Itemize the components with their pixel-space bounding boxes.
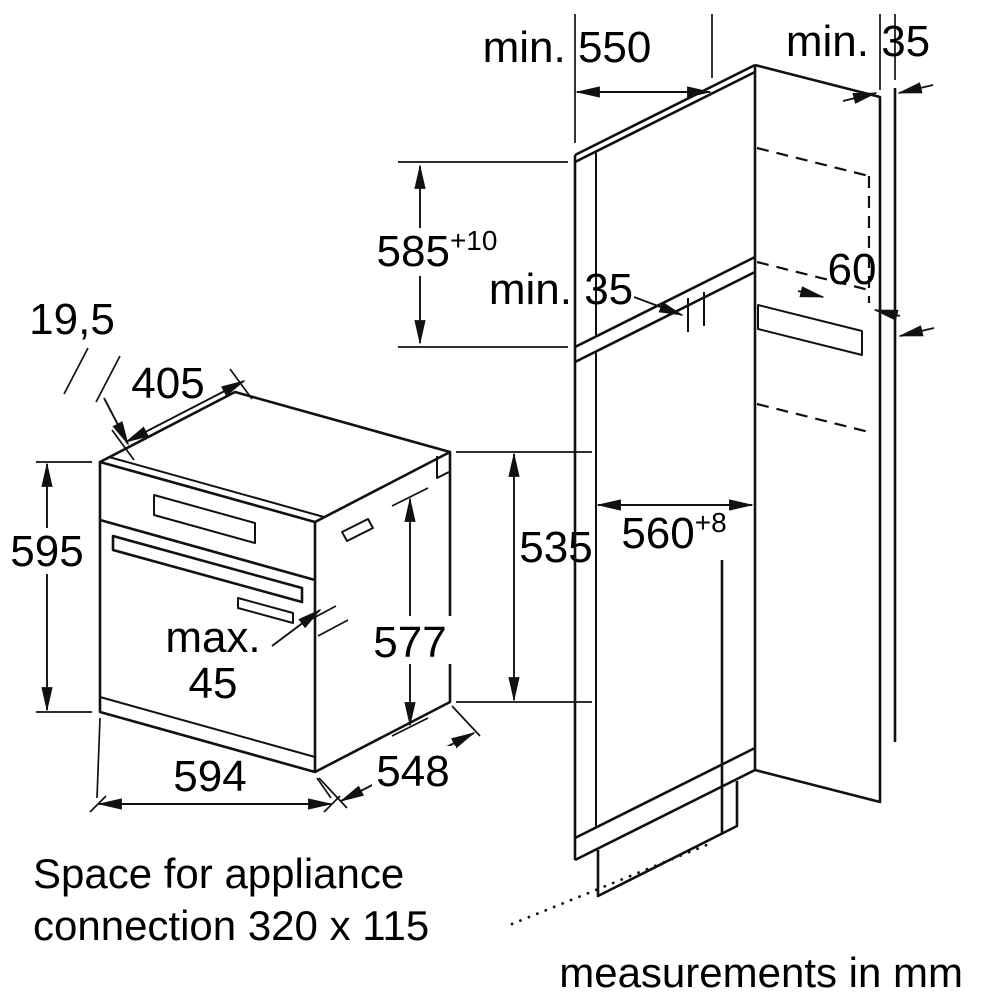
- cabinet-front-outline: [573, 63, 757, 860]
- dim-oven-body-height-label: 535: [519, 523, 592, 572]
- cabinet-dimensions: min. 550 min. 35 585+10 min. 35 60 560+8: [362, 14, 935, 558]
- dim-cabinet-min-depth-label: min. 550: [483, 23, 652, 72]
- oven-fascia-top-edge: [108, 456, 325, 518]
- oven-dimensions: 595 19,5 405 max. 45 577 535 594 548: [8, 295, 593, 813]
- dim-oven-fascia-depth-label: 19,5: [29, 295, 115, 344]
- connection-note-line2: connection 320 x 115: [33, 902, 429, 949]
- cabinet-drawing: [573, 63, 897, 898]
- niche-rear-gap-ticks: [687, 292, 705, 332]
- connection-note-line1: Space for appliance: [33, 850, 404, 897]
- connection-space-leader: [510, 840, 716, 926]
- wall-indicator-arrow: [898, 325, 935, 337]
- hidden-niche-edges: [756, 146, 871, 434]
- cabinet-plinth: [596, 781, 739, 898]
- oven-side-vent-slot: [341, 518, 374, 542]
- units-footer: measurements in mm: [559, 949, 963, 996]
- dim-vent-depth-label: 60: [828, 245, 877, 294]
- dim-oven-protrusion-value: 45: [189, 659, 238, 708]
- dim-cabinet-top-wall-gap-label: min. 35: [786, 17, 930, 66]
- dim-oven-front-height-label: 595: [10, 527, 83, 576]
- oven-side-face: [314, 452, 452, 774]
- oven-display-panel: [153, 494, 256, 544]
- vent-cross-section: [757, 304, 863, 356]
- dim-niche-rear-gap-label: min. 35: [489, 265, 633, 314]
- oven-handle-grip-detail: [237, 597, 294, 624]
- cabinet-side-panel: [754, 63, 882, 804]
- dim-oven-door-height-label: 577: [373, 618, 446, 667]
- oven-drawing: [98, 390, 452, 774]
- oven-top-notch: [436, 456, 450, 479]
- dim-niche-width-label: 560+8: [621, 507, 726, 558]
- niche-top-edge: [574, 70, 756, 164]
- dim-oven-body-depth-label: 548: [376, 747, 449, 796]
- dim-oven-width-label: 594: [173, 752, 246, 801]
- oven-door-bottom-edge: [99, 696, 316, 758]
- dim-niche-height-label: 585+10: [377, 225, 498, 276]
- dim-oven-protrusion-label: max.: [165, 613, 260, 662]
- cabinet-bottom-edges: [574, 746, 756, 862]
- oven-fascia-bottom-edge: [99, 518, 316, 582]
- oven-door-handle: [111, 534, 304, 604]
- dim-oven-top-depth-label: 405: [131, 359, 204, 408]
